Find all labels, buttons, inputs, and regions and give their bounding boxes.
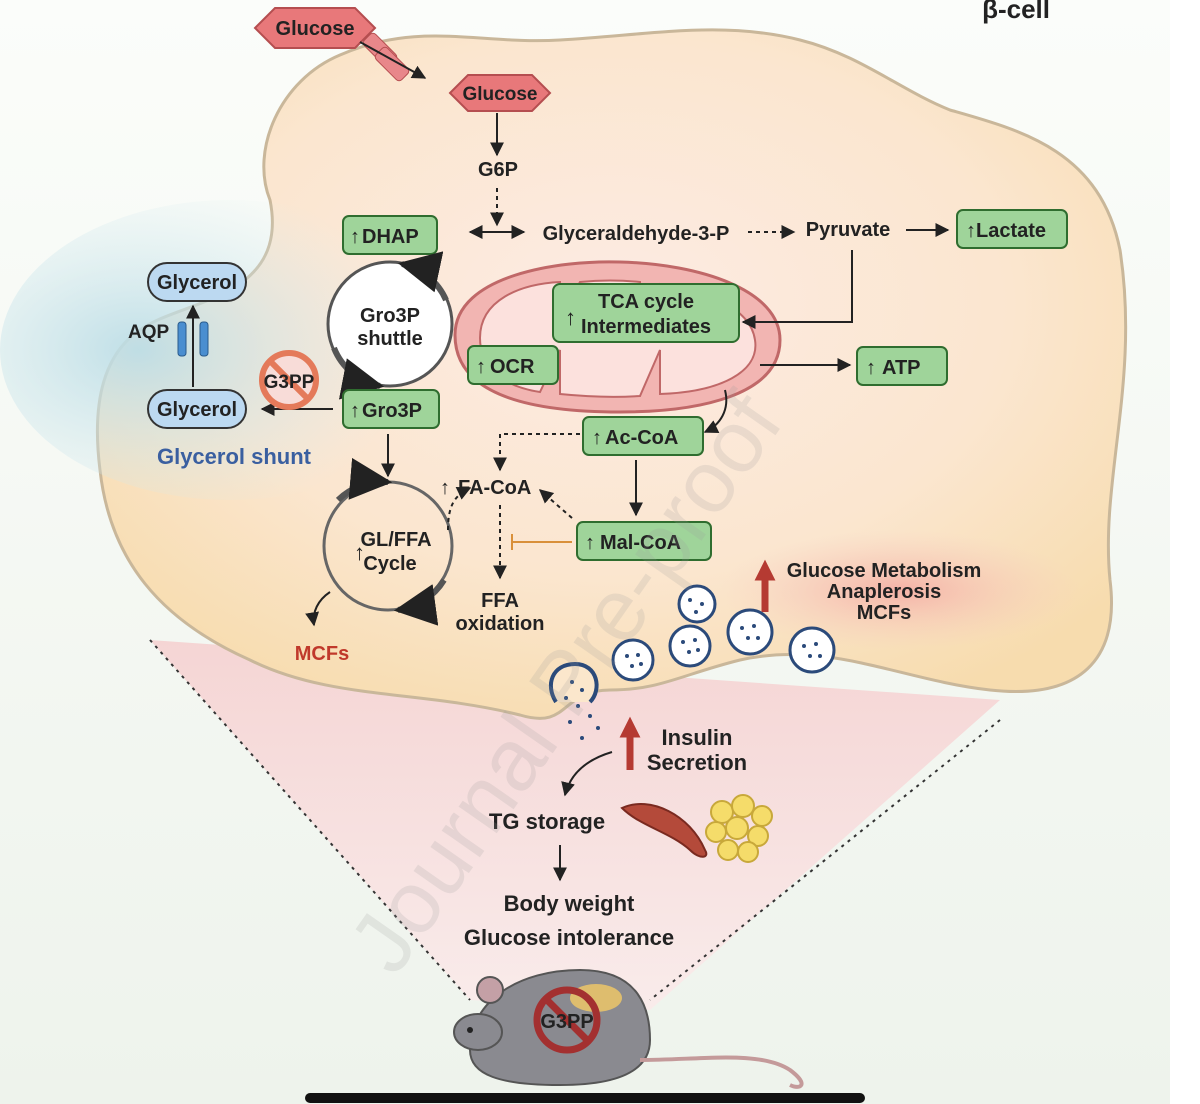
accoa-to-facoa-arrow bbox=[493, 433, 580, 472]
tg-storage-label: TG storage bbox=[489, 809, 605, 834]
svg-text:↑: ↑ bbox=[476, 356, 486, 378]
gro3p-shuttle: Gro3P shuttle bbox=[326, 251, 454, 400]
accoa-node: ↑ Ac-CoA bbox=[582, 416, 704, 456]
g6p-label: G6P bbox=[478, 159, 518, 181]
glycerol-shunt-label: Glycerol shunt bbox=[157, 444, 312, 469]
glffa-line2: Cycle bbox=[363, 553, 416, 575]
shuttle-line2: shuttle bbox=[357, 328, 423, 350]
mouse-label: G3PP bbox=[540, 1011, 593, 1033]
glycerol-bottom-label: Glycerol bbox=[157, 399, 237, 421]
mito-to-accoa-arrow bbox=[703, 389, 728, 434]
bottom-bar bbox=[305, 1093, 865, 1103]
insulin-to-tg-arrow bbox=[561, 751, 613, 797]
pyruvate-to-tca-arrow bbox=[741, 250, 853, 329]
lactate-label: Lactate bbox=[976, 220, 1046, 242]
glucose-outside-node: Glucose bbox=[253, 7, 377, 49]
svg-text:↑: ↑ bbox=[866, 357, 876, 379]
g3pp-inhibited: G3PP bbox=[259, 350, 319, 410]
zoom-line-left bbox=[149, 639, 471, 1001]
effects-line3: MCFs bbox=[857, 602, 911, 624]
adipose-icon bbox=[705, 794, 773, 863]
ocr-node: ↑ OCR bbox=[467, 345, 559, 385]
glffa-cycle: ↑ GL/FFA Cycle bbox=[322, 457, 454, 626]
glucose-inside-label: Glucose bbox=[463, 84, 538, 105]
granule-dots bbox=[625, 598, 822, 668]
released-insulin bbox=[564, 680, 600, 740]
effects-line1: Glucose Metabolism bbox=[787, 560, 982, 582]
glucose-import-arrow bbox=[359, 41, 427, 79]
muscle-icon bbox=[620, 803, 708, 858]
ffaox-line1: FFA bbox=[481, 590, 519, 612]
lactate-node: ↑ Lactate bbox=[956, 209, 1068, 249]
glffa-line1: GL/FFA bbox=[360, 529, 431, 551]
svg-text:↑: ↑ bbox=[354, 540, 365, 565]
malcoa-to-facoa-arrow bbox=[538, 489, 573, 519]
atp-label: ATP bbox=[882, 357, 921, 379]
insulin-line2: Secretion bbox=[647, 750, 747, 775]
tca-line2: Intermediates bbox=[581, 316, 711, 338]
pyruvate-label: Pyruvate bbox=[806, 219, 891, 241]
svg-text:↑: ↑ bbox=[350, 400, 360, 422]
ffaox-line2: oxidation bbox=[456, 613, 545, 635]
glyceraldehyde-label: Glyceraldehyde-3-P bbox=[543, 223, 730, 245]
zoom-line-right bbox=[649, 719, 1001, 1001]
gro3p-node: ↑ Gro3P bbox=[342, 389, 440, 429]
cell-label: β-cell bbox=[982, 0, 1050, 24]
glffa-to-mcfs-arrow bbox=[305, 591, 331, 627]
effect-highlight bbox=[720, 530, 1080, 650]
outcomes-line1: Body weight bbox=[504, 891, 635, 916]
g3pp-enzyme-label: G3PP bbox=[264, 372, 315, 393]
atp-node: ↑ ATP bbox=[856, 346, 948, 386]
glucose-outside-label: Glucose bbox=[276, 18, 355, 40]
svg-text:↑: ↑ bbox=[592, 427, 602, 449]
dhap-label: DHAP bbox=[362, 226, 419, 248]
ocr-label: OCR bbox=[490, 356, 535, 378]
shuttle-line1: Gro3P bbox=[360, 305, 420, 327]
glycerol-top-node: Glycerol bbox=[147, 262, 247, 302]
svg-text:↑: ↑ bbox=[440, 477, 450, 499]
svg-text:↑: ↑ bbox=[585, 532, 595, 554]
exocytosis-pore bbox=[548, 661, 599, 704]
facoa-label: FA-CoA bbox=[458, 477, 531, 499]
svg-text:↑: ↑ bbox=[966, 220, 976, 242]
outcomes-line2: Glucose intolerance bbox=[464, 925, 674, 950]
insulin-granules bbox=[611, 584, 836, 682]
glycerol-bottom-node: Glycerol bbox=[147, 389, 247, 429]
tca-node: ↑ TCA cycle Intermediates bbox=[552, 283, 740, 343]
mcfs-label: MCFs bbox=[295, 643, 349, 665]
effects-line2: Anaplerosis bbox=[827, 581, 941, 603]
svg-text:↑: ↑ bbox=[565, 305, 576, 330]
malcoa-label: Mal-CoA bbox=[600, 532, 681, 554]
accoa-label: Ac-CoA bbox=[605, 427, 678, 449]
mouse-g3pp-knockout: G3PP bbox=[533, 986, 601, 1054]
glycerol-top-label: Glycerol bbox=[157, 272, 237, 294]
aquaporin-channel bbox=[177, 321, 209, 357]
aqp-label: AQP bbox=[128, 322, 170, 343]
svg-text:↑: ↑ bbox=[350, 226, 360, 248]
glucose-inside-node: Glucose bbox=[448, 74, 552, 112]
tca-line1: TCA cycle bbox=[598, 291, 694, 313]
insulin-line1: Insulin bbox=[662, 725, 733, 750]
malcoa-node: ↑ Mal-CoA bbox=[576, 521, 712, 561]
zoom-cone bbox=[150, 640, 1000, 1010]
dhap-node: ↑ DHAP bbox=[342, 215, 438, 255]
gro3p-label: Gro3P bbox=[362, 400, 422, 422]
mouse-icon bbox=[453, 968, 804, 1089]
